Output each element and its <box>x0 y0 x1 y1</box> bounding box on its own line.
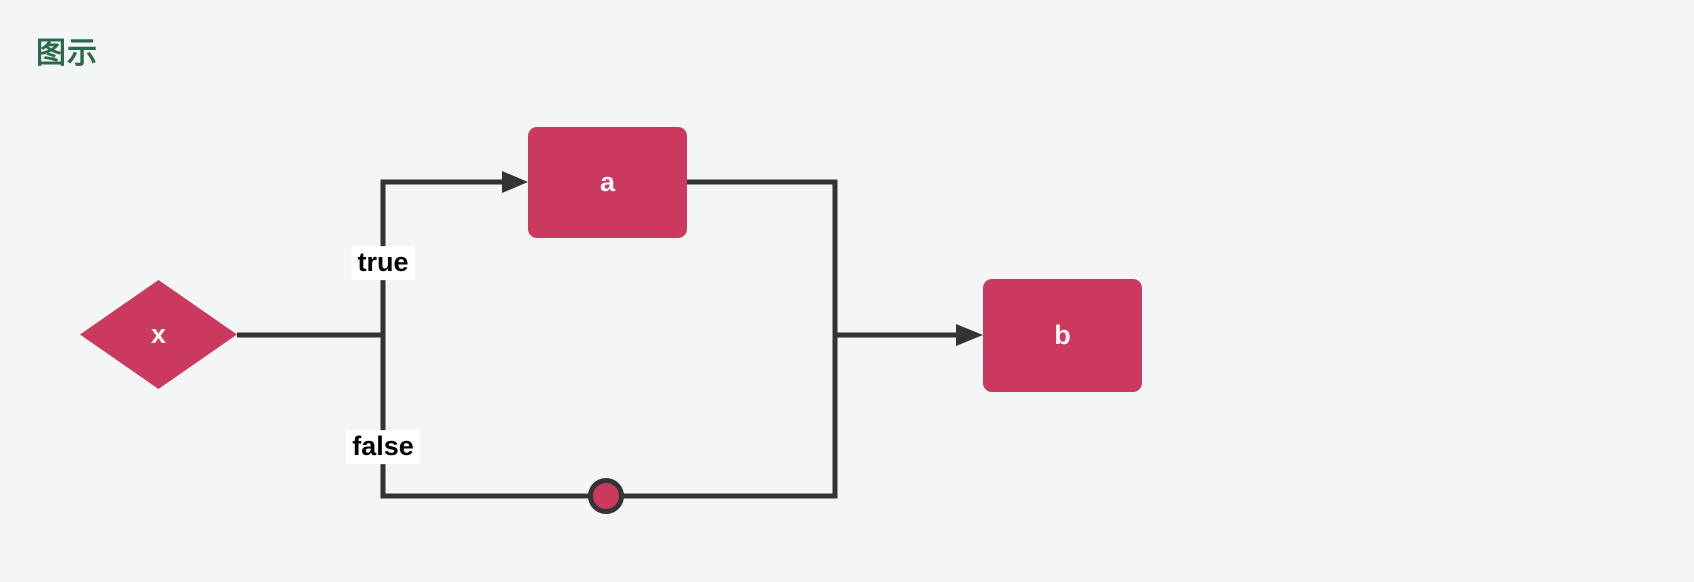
arrowhead-into-b-icon <box>956 324 983 346</box>
edge-label-false: false <box>346 430 420 464</box>
node-b-label: b <box>1054 320 1071 350</box>
junction-dot <box>588 478 624 514</box>
node-x-label: x <box>150 319 167 349</box>
edge-true-line <box>380 179 504 338</box>
node-a-label: a <box>599 167 616 197</box>
arrowhead-into-a-icon <box>502 171 528 193</box>
page-title: 图示 <box>36 37 98 70</box>
edge-label-true: true <box>351 246 415 280</box>
node-b-rect: b <box>983 279 1142 392</box>
node-a-rect: a <box>528 127 687 238</box>
